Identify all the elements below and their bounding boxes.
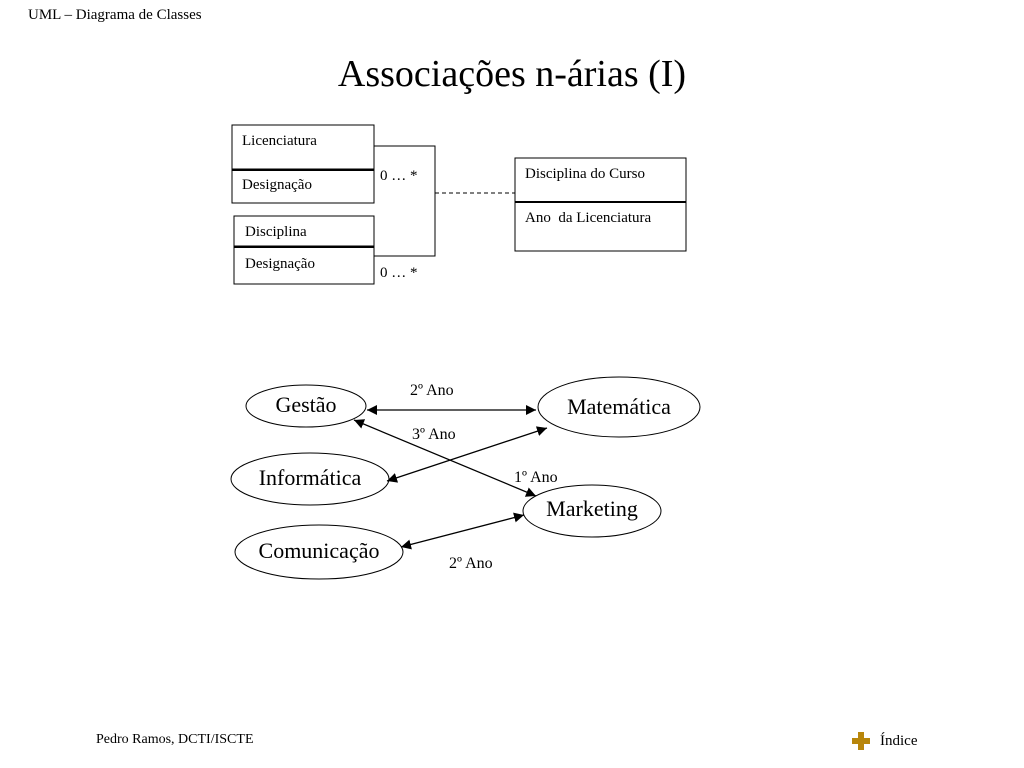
multiplicity-label: 0 … * [380, 168, 418, 184]
diamond-bullet-icon [852, 732, 870, 750]
index-link[interactable]: Índice [852, 732, 917, 750]
multiplicity-label: 0 … * [380, 265, 418, 281]
link-label: 3º Ano [412, 426, 456, 443]
class-attr-licenciatura: Designação [242, 177, 312, 193]
node-label-marketing: Marketing [546, 496, 638, 521]
index-link-label: Índice [880, 732, 918, 749]
class-disciplina-do-curso [514, 157, 687, 252]
node-marketing [522, 484, 662, 538]
class-name-licenciatura: Licenciatura [242, 133, 317, 149]
class-name-disciplina: Disciplina [245, 224, 307, 240]
class-licenciatura [231, 124, 375, 204]
class-disciplina [233, 215, 375, 285]
class-name-disciplina-do-curso: Disciplina do Curso [525, 166, 645, 182]
association-bracket [374, 145, 436, 257]
node-label-informatica: Informática [258, 465, 362, 490]
node-label-matematica: Matemática [567, 394, 671, 419]
node-label-gestao: Gestão [275, 392, 337, 417]
link-label: 2º Ano [449, 555, 493, 572]
link-comunicacao-marketing [400, 512, 525, 550]
node-comunicacao [234, 524, 404, 580]
slide-header: UML – Diagrama de Classes [28, 7, 202, 23]
class-attr-disciplina: Designação [245, 256, 315, 272]
node-gestao [245, 384, 367, 428]
link-gestao-marketing [353, 419, 537, 497]
link-label: 2º Ano [410, 382, 454, 399]
slide-title: Associações n-árias (I) [337, 53, 687, 95]
footer-author: Pedro Ramos, DCTI/ISCTE [96, 732, 254, 747]
link-label: 1º Ano [514, 469, 558, 486]
node-label-comunicacao: Comunicação [258, 538, 380, 563]
class-attr-disciplina-do-curso: Ano da Licenciatura [525, 210, 652, 226]
node-matematica [537, 376, 701, 438]
